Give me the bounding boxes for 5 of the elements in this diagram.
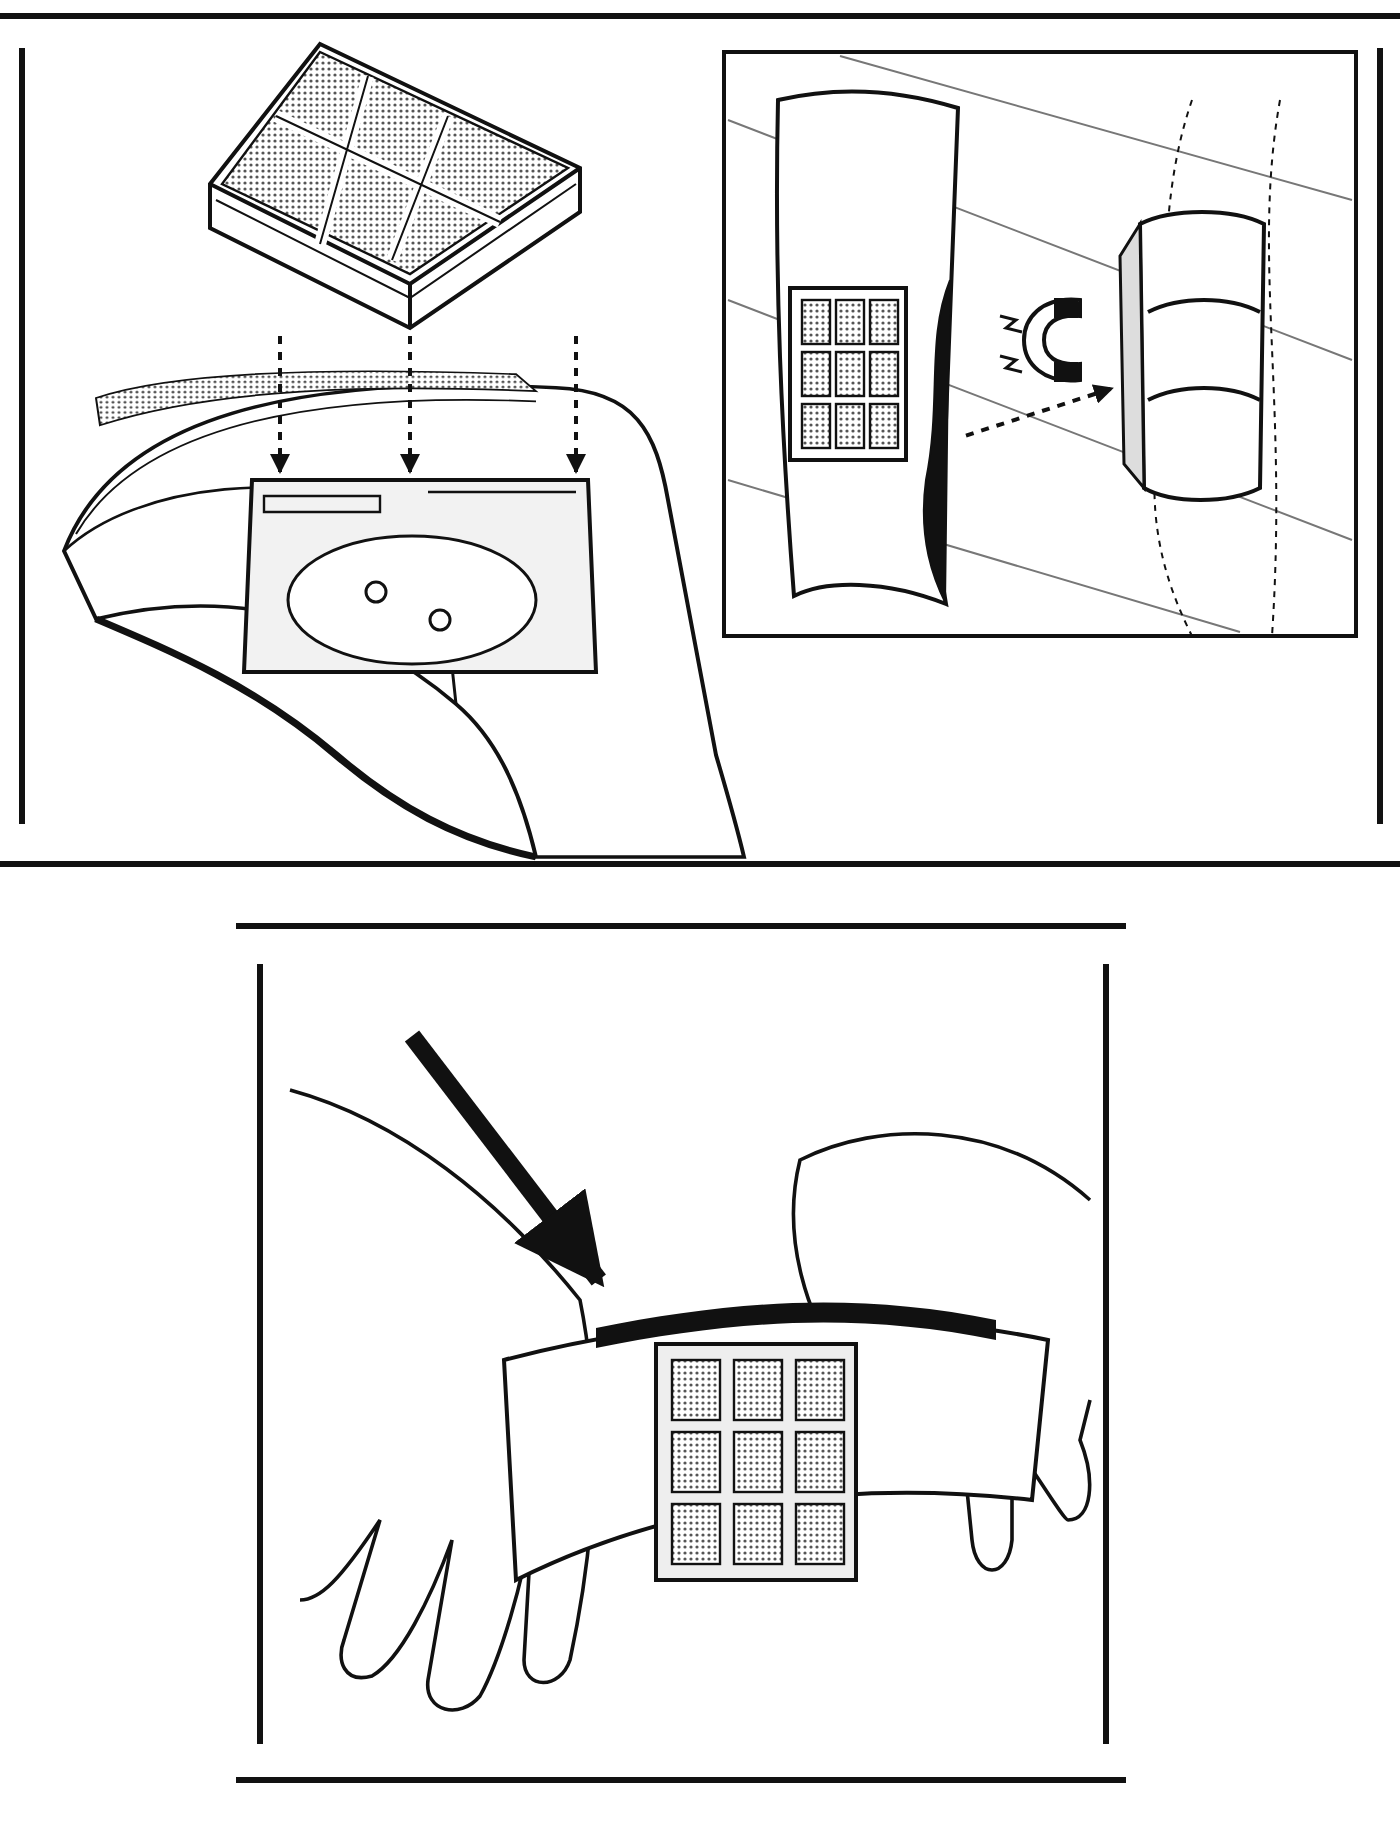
arrow: [566, 336, 586, 474]
arrow: [400, 336, 420, 474]
arrow: [270, 336, 290, 474]
arrow: [965, 384, 1114, 438]
arrow: [404, 1030, 606, 1288]
